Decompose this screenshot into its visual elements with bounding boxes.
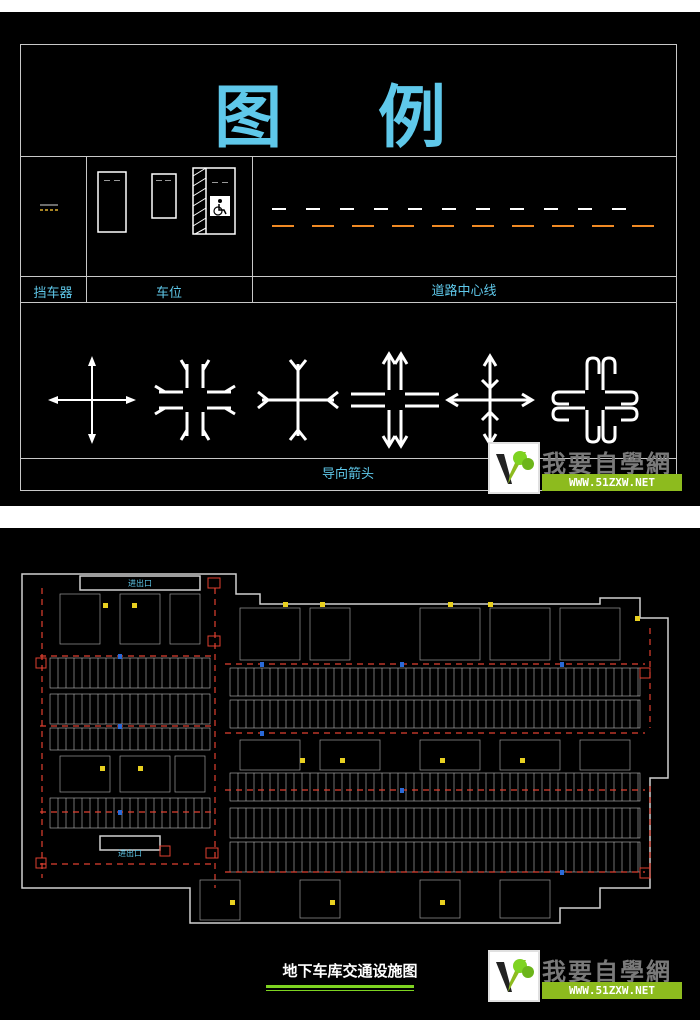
parking-space-symbols bbox=[97, 167, 236, 235]
logo-icon bbox=[488, 442, 540, 494]
legend-border-top bbox=[20, 44, 676, 45]
caption-guide-arrow: 导向箭头 bbox=[321, 467, 374, 482]
plan-title-underline-thin bbox=[266, 990, 414, 991]
guide-arrows bbox=[48, 351, 639, 449]
entrance-label-top: 进出口 bbox=[128, 579, 152, 588]
legend-divider-4 bbox=[20, 458, 676, 459]
legend-divider-3 bbox=[20, 302, 676, 303]
hatch bbox=[192, 167, 207, 235]
garage-plan-drawing bbox=[21, 573, 669, 924]
parking-rows bbox=[49, 657, 641, 873]
watermark-brand: 我要自學網 bbox=[542, 449, 672, 478]
legend-border-right bbox=[676, 44, 677, 490]
yellow-markers bbox=[100, 602, 640, 905]
core-blocks bbox=[59, 593, 631, 921]
watermark-url: WWW.51ZXW.NET bbox=[542, 982, 682, 999]
plan-title-underline bbox=[266, 985, 414, 988]
watermark-url: WWW.51ZXW.NET bbox=[542, 474, 682, 491]
legend-divider-2 bbox=[20, 276, 676, 277]
outer-walls bbox=[21, 573, 669, 924]
traffic-lanes bbox=[40, 588, 651, 888]
plan-title: 地下车库交通设施图 bbox=[282, 962, 418, 980]
entrance-label-bottom: 进出口 bbox=[118, 849, 142, 858]
watermark-brand: 我要自學網 bbox=[542, 957, 672, 986]
caption-barrier: 挡车器 bbox=[33, 286, 73, 301]
legend-divider-1 bbox=[20, 156, 676, 157]
watermark-logo: 我要自學網 WWW.51ZXW.NET bbox=[488, 442, 684, 494]
logo-icon bbox=[488, 950, 540, 1002]
stall-lines bbox=[57, 658, 639, 872]
legend-col-divider-1 bbox=[86, 156, 87, 302]
caption-road-centerline: 道路中心线 bbox=[431, 284, 497, 299]
legend-border-bottom bbox=[20, 490, 676, 491]
legend-col-divider-2 bbox=[252, 156, 253, 302]
barrier-markers bbox=[35, 577, 651, 879]
legend-symbols bbox=[40, 167, 656, 449]
watermark-logo-2: 我要自學網 WWW.51ZXW.NET bbox=[488, 950, 684, 1002]
legend-panel bbox=[0, 12, 700, 506]
legend-border-left bbox=[20, 44, 21, 490]
accessible-icon bbox=[210, 196, 230, 216]
caption-parking-space: 车位 bbox=[155, 286, 182, 301]
barrier-symbol bbox=[40, 204, 58, 211]
blue-markers bbox=[118, 654, 564, 875]
legend-title: 图 例 bbox=[214, 79, 482, 158]
